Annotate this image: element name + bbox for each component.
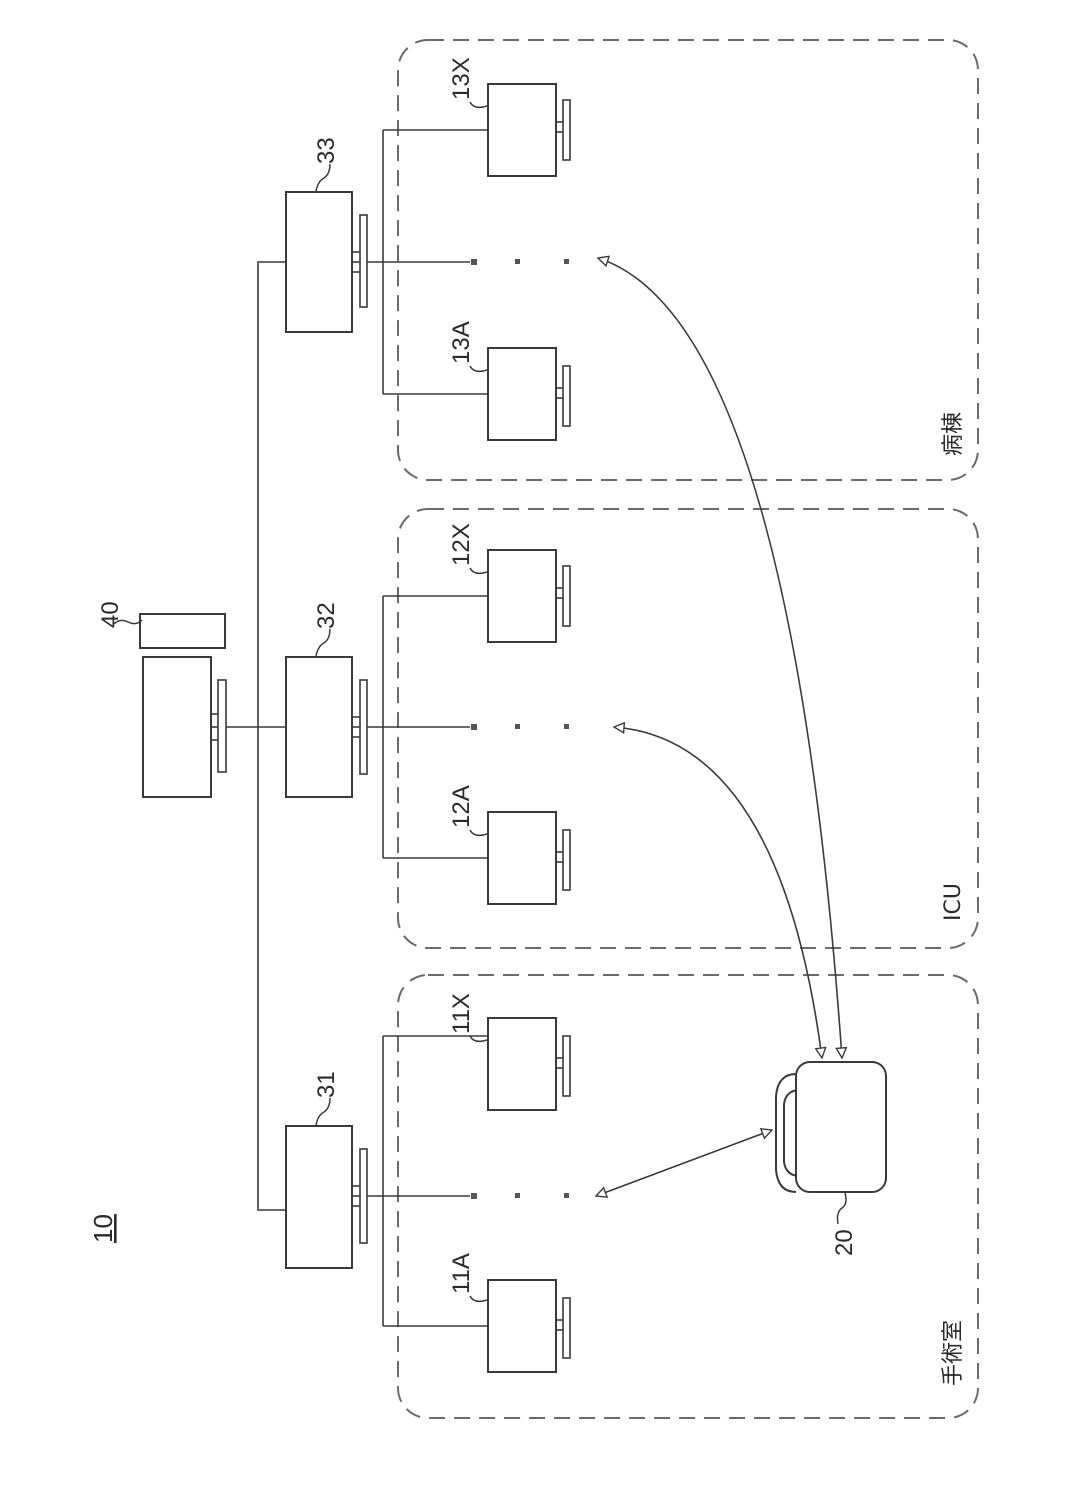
- continuation-dot: [471, 259, 477, 265]
- server-monitor: [143, 657, 211, 797]
- monitor-13x-keyboard: [563, 100, 570, 160]
- monitor-11x: 11X: [448, 993, 570, 1110]
- hub-33-ref-label: 33: [313, 137, 340, 164]
- zone-label-operating-room: 手術室: [941, 1320, 966, 1386]
- monitor-12a-ref-label: 12A: [448, 785, 475, 828]
- monitor-12x-ref-label: 12X: [448, 523, 475, 566]
- central-server: 40: [97, 601, 226, 797]
- wireless-link-icu: [614, 727, 822, 1058]
- hub-33: 33: [286, 137, 367, 332]
- monitor-13a: 13A: [448, 321, 570, 440]
- monitor-13x-ref-label: 13X: [448, 57, 475, 100]
- hub-33-port-bar: [360, 215, 367, 307]
- wireless-link-operating-room: [596, 1130, 772, 1196]
- continuation-dot: [564, 1193, 569, 1198]
- monitor-11x-keyboard: [563, 1036, 570, 1096]
- monitor-11a-keyboard: [563, 1298, 570, 1358]
- zone-operating-room: 手術室: [398, 975, 978, 1418]
- monitor-13a-keyboard: [563, 366, 570, 426]
- hub-32: 32: [286, 602, 367, 797]
- continuation-dot: [515, 259, 520, 264]
- hub-32-port-bar: [360, 680, 367, 774]
- monitor-12x-keyboard: [563, 566, 570, 626]
- hub-31: 31: [286, 1071, 367, 1268]
- server-unit: [140, 614, 225, 648]
- monitor-12x: 12X: [448, 523, 570, 642]
- figure-number-label: 10: [88, 1214, 118, 1243]
- hub-33-box: [286, 192, 352, 332]
- monitor-13x: 13X: [448, 57, 570, 176]
- continuation-dot: [515, 1193, 520, 1198]
- monitor-11a: 11A: [448, 1253, 570, 1372]
- zone-label-icu: ICU: [941, 883, 966, 921]
- backbone-line: [258, 262, 286, 1210]
- zone-label-ward: 病棟: [941, 412, 966, 456]
- monitor-11a-ref-label: 11A: [448, 1253, 475, 1294]
- monitor-13a-screen: [488, 348, 556, 440]
- continuation-dot: [564, 724, 569, 729]
- continuation-dot: [471, 724, 477, 730]
- server-keyboard: [218, 680, 226, 772]
- monitor-12a-keyboard: [563, 830, 570, 890]
- continuation-dot: [515, 724, 520, 729]
- hub-32-ref-label: 32: [313, 602, 340, 629]
- wireless-link-ward: [598, 258, 842, 1058]
- hub-31-ref-label: 31: [313, 1071, 340, 1098]
- monitor-12a: 12A: [448, 785, 570, 904]
- monitor-13x-screen: [488, 84, 556, 176]
- hub-32-box: [286, 657, 352, 797]
- continuation-dot: [564, 259, 569, 264]
- continuation-dot: [471, 1193, 477, 1199]
- monitor-11x-screen: [488, 1018, 556, 1110]
- monitor-11x-ref-label: 11X: [448, 993, 475, 1034]
- hub-31-box: [286, 1126, 352, 1268]
- hub-31-port-bar: [360, 1149, 367, 1243]
- monitor-12a-screen: [488, 812, 556, 904]
- portable-monitor-20: 20: [776, 1062, 886, 1256]
- server-ref-label: 40: [97, 601, 124, 628]
- monitor-11a-screen: [488, 1280, 556, 1372]
- monitor-13a-ref-label: 13A: [448, 321, 475, 364]
- portable-monitor-ref-label: 20: [831, 1229, 858, 1256]
- zone-icu: ICU: [398, 509, 978, 948]
- portable-monitor-body: [796, 1062, 886, 1192]
- monitor-12x-screen: [488, 550, 556, 642]
